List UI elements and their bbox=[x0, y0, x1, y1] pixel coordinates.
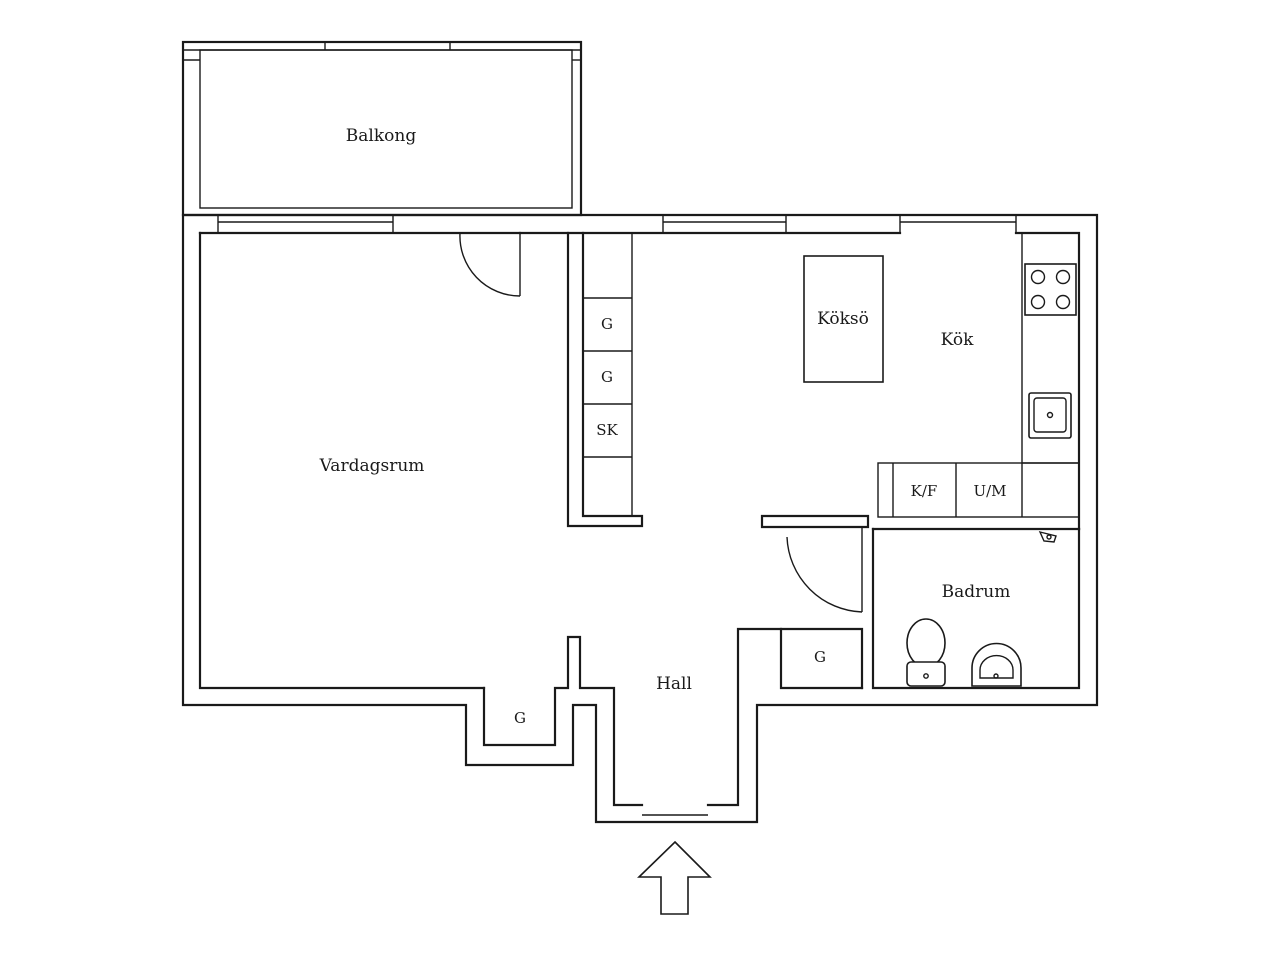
closet-label-bottom-wardrobe: G bbox=[514, 709, 526, 727]
toilet-icon bbox=[906, 618, 946, 687]
kitchen-sink-icon bbox=[1028, 392, 1072, 439]
closet-label-fridge-freezer: K/F bbox=[911, 482, 938, 500]
closet-label-dishwasher-oven: U/M bbox=[973, 482, 1006, 500]
washbasin-icon bbox=[971, 642, 1022, 687]
room-label-living-room: Vardagsrum bbox=[319, 456, 425, 476]
shower-icon bbox=[1038, 530, 1057, 543]
closet-label-linen: SK bbox=[596, 421, 618, 439]
room-label-balcony: Balkong bbox=[346, 126, 417, 146]
kitchen-counter bbox=[877, 232, 1080, 518]
kitchen-island bbox=[803, 255, 884, 383]
closet-label-wardrobe-2: G bbox=[601, 368, 613, 386]
room-label-kitchen: Kök bbox=[941, 330, 974, 350]
room-label-hall: Hall bbox=[656, 674, 692, 694]
stove-icon bbox=[1024, 263, 1077, 316]
balcony-door bbox=[459, 232, 521, 297]
closet-label-hall-wardrobe: G bbox=[814, 648, 826, 666]
bathroom-walls bbox=[760, 514, 1081, 613]
partition-wall bbox=[566, 231, 644, 528]
room-label-kitchen-island: Köksö bbox=[817, 309, 869, 329]
outer-walls bbox=[181, 213, 1099, 824]
entrance-arrow-icon bbox=[637, 840, 712, 915]
room-label-bathroom: Badrum bbox=[942, 582, 1011, 602]
closet-label-wardrobe-1: G bbox=[601, 315, 613, 333]
